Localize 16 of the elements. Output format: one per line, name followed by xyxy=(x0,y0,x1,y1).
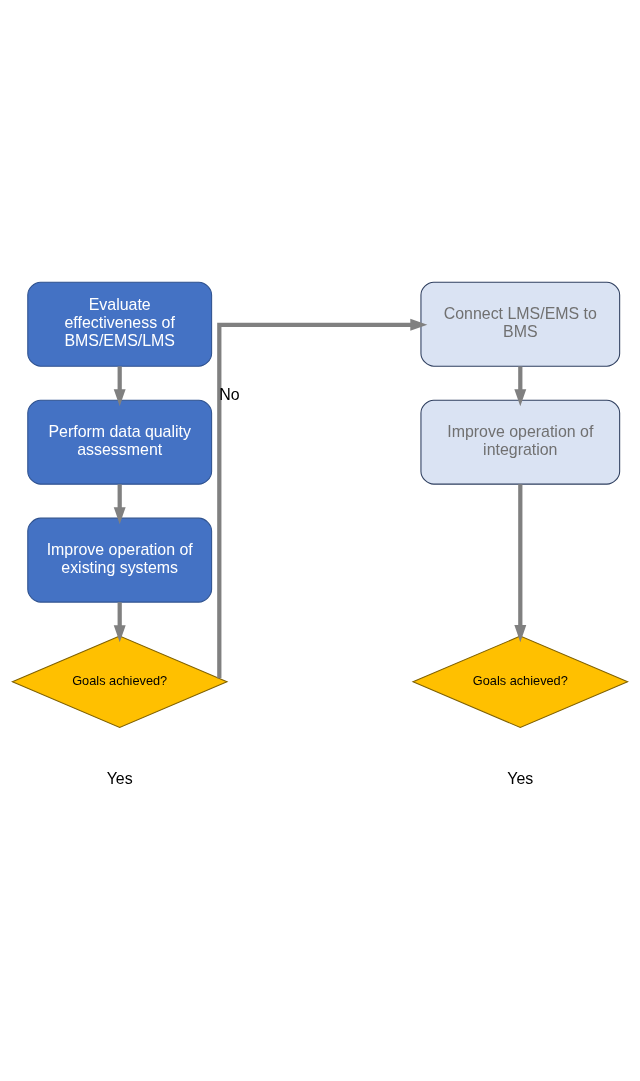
arrow xyxy=(113,601,126,642)
node-diamond: Goals achieved? xyxy=(411,635,629,728)
node-box: Perform data quality assessment xyxy=(27,399,213,485)
node-box: Connect LMS/EMS to BMS xyxy=(420,281,621,367)
arrow xyxy=(514,483,527,642)
node-box: Improve operation of integration xyxy=(420,399,621,485)
node-label: Yes xyxy=(507,769,534,787)
arrow xyxy=(217,318,428,678)
edge-label: No xyxy=(219,385,240,403)
arrow xyxy=(113,483,126,524)
arrow xyxy=(514,365,527,406)
node-box: Evaluate effectiveness of BMS/EMS/LMS xyxy=(27,281,213,367)
node-label: Yes xyxy=(106,769,133,787)
arrow xyxy=(113,365,126,406)
node-box: Improve operation of existing systems xyxy=(27,517,213,603)
node-diamond: Goals achieved? xyxy=(11,635,229,728)
